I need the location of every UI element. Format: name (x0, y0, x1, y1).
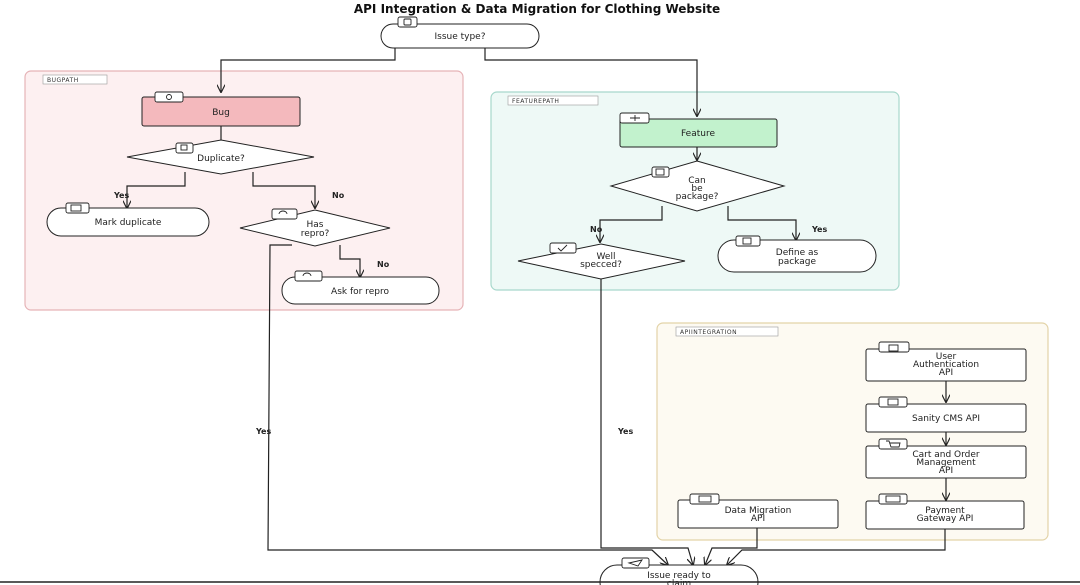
edge-label-dup-no: No (332, 191, 345, 200)
bug-icon (154, 91, 184, 103)
send-icon (621, 557, 650, 569)
node-cart-order-label-3: API (939, 466, 953, 476)
node-ask-repro-label: Ask for repro (331, 287, 389, 297)
group-bugpath: BUGPATH (24, 70, 464, 311)
clipboard-icon (397, 16, 418, 28)
edge-repro-yes (267, 244, 668, 565)
edge-issue-to-bug (221, 46, 396, 92)
cart-icon (878, 438, 908, 450)
node-mark-duplicate-label: Mark duplicate (95, 218, 162, 228)
edges (127, 46, 946, 565)
package-icon (651, 166, 670, 178)
node-issue-ready-label-1: Issue ready to (647, 571, 711, 581)
edge-label-dup-yes: Yes (113, 191, 129, 200)
node-user-auth-label-1: User (936, 352, 957, 362)
edge-dup-yes (127, 172, 186, 208)
node-data-migration: Data Migration API (677, 499, 839, 529)
node-feature-label: Feature (681, 129, 715, 139)
node-can-package-label-2: be (691, 184, 703, 194)
node-issue-type-label: Issue type? (434, 32, 485, 42)
node-user-auth-label-3: API (939, 368, 953, 378)
edge-repro-no (339, 245, 360, 277)
copy-icon (175, 142, 194, 154)
refresh-icon (271, 208, 298, 220)
group-label-bugpath: BUGPATH (47, 77, 79, 84)
edge-spec-yes (600, 277, 693, 565)
database-icon (689, 493, 720, 505)
node-bug-label: Bug (212, 108, 230, 118)
sparkle-icon (619, 112, 650, 124)
diagram-title: API Integration & Data Migration for Clo… (354, 2, 720, 16)
node-define-package-label-1: Define as (776, 248, 819, 258)
node-payment-gateway-label-2: Gateway API (917, 514, 974, 524)
package-icon (735, 235, 761, 247)
node-cart-order-label-2: Management (916, 458, 976, 468)
node-data-migration-label-2: API (751, 514, 765, 524)
node-payment-gateway-label-1: Payment (925, 506, 965, 516)
edge-dup-no (252, 172, 315, 208)
node-bug: Bug (141, 96, 301, 127)
edge-payment-to-ready (727, 529, 946, 565)
node-sanity-cms-label: Sanity CMS API (912, 414, 980, 424)
node-has-repro-label-1: Has (307, 220, 324, 230)
edge-label-spec-yes: Yes (617, 427, 633, 436)
edge-issue-to-feature (484, 46, 697, 116)
node-user-auth: User Authentication API (865, 348, 1027, 382)
node-define-package: Define as package (717, 239, 877, 273)
node-cart-order: Cart and Order Management API (865, 445, 1027, 479)
node-duplicate: Duplicate? (126, 139, 315, 175)
lock-icon (878, 341, 910, 353)
group-label-apiintegration: APIINTEGRATION (680, 329, 737, 336)
group-label-featurepath: FEATUREPATH (512, 98, 559, 105)
node-cart-order-label-1: Cart and Order (912, 450, 980, 460)
node-sanity-cms: Sanity CMS API (865, 403, 1027, 433)
node-data-migration-label-1: Data Migration (725, 506, 792, 516)
edge-label-repro-yes: Yes (255, 427, 271, 436)
node-duplicate-label: Duplicate? (197, 154, 245, 164)
node-mark-duplicate: Mark duplicate (46, 207, 210, 237)
edge-pkg-yes (727, 206, 796, 240)
node-can-package-label-1: Can (688, 176, 706, 186)
tag-icon (65, 202, 90, 214)
checklist-icon (549, 242, 577, 254)
database-icon (878, 396, 908, 408)
node-ask-repro: Ask for repro (281, 276, 440, 305)
node-feature: Feature (619, 118, 778, 148)
node-payment-gateway: Payment Gateway API (865, 500, 1025, 530)
node-well-specced-label-1: Well (597, 252, 616, 262)
node-has-repro-label-2: repro? (301, 229, 330, 239)
edge-label-pkg-no: No (590, 225, 603, 234)
node-user-auth-label-2: Authentication (913, 360, 979, 370)
node-can-package-label-3: package? (676, 192, 719, 202)
node-issue-type: Issue type? (380, 23, 540, 49)
edge-label-pkg-yes: Yes (811, 225, 827, 234)
node-well-specced-label-2: specced? (580, 260, 622, 270)
edge-pkg-no (600, 206, 663, 242)
card-icon (878, 493, 908, 505)
node-define-package-label-2: package (778, 257, 816, 267)
edge-label-repro-no: No (377, 260, 390, 269)
refresh-icon (294, 270, 323, 282)
edge-migration-to-ready (705, 528, 758, 565)
